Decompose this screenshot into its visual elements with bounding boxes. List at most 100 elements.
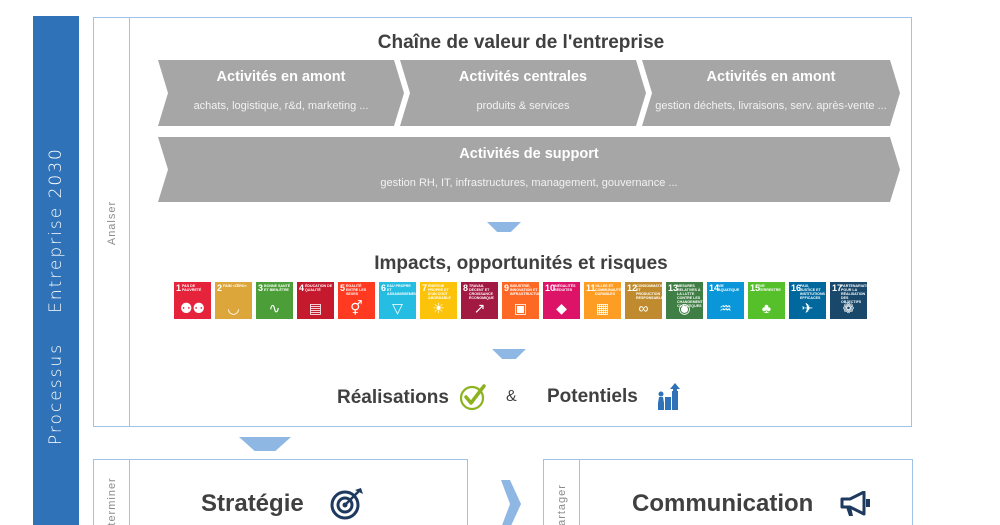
communication-side-column: artager — [544, 460, 580, 525]
realisations-label: Réalisations — [337, 387, 449, 408]
downstream-activities-chevron: Activités en amont gestion déchets, livr… — [642, 60, 900, 126]
equal-icon: ◆ — [556, 300, 567, 316]
family-icon: ⚉⚉ — [179, 300, 206, 316]
sdg-number: 2 — [217, 283, 223, 293]
sdg-number: 5 — [340, 283, 346, 293]
impacts-title: Impacts, opportunités et risques — [374, 253, 668, 274]
sdg-label: Inégalités réduites — [554, 284, 576, 292]
bowl-icon: ◡ — [227, 300, 240, 316]
core-title: Activités centrales — [458, 69, 588, 85]
downstream-title: Activités en amont — [706, 69, 836, 85]
right-arrow-icon — [501, 480, 521, 525]
growth-icon: ↗ — [473, 300, 486, 316]
growth-stairs-icon — [656, 383, 682, 416]
cubes-icon: ▣ — [513, 300, 528, 316]
ring-icon: ❁ — [842, 300, 855, 316]
sdg-tile-7: 7Énergie propre et d'un coût abordable☀ — [420, 282, 457, 319]
city-icon: ▦ — [595, 300, 610, 316]
sdg-label: Partenariats pour la réalisation des obj… — [841, 284, 867, 304]
sdg-label: Villes et communautés durables — [595, 284, 621, 296]
sdg-tile-10: 10Inégalités réduites ◆ — [543, 282, 580, 319]
sdg-number: 9 — [504, 283, 510, 293]
potentiels-label: Potentiels — [547, 386, 638, 407]
communication-box: artager Communication — [543, 459, 913, 525]
sdg-label: Éducation de qualité — [305, 284, 333, 292]
support-title: Activités de support — [459, 146, 599, 162]
sdg-label: Vie terrestre — [759, 284, 781, 292]
downstream-subtitle: gestion déchets, livraisons, serv. après… — [655, 100, 887, 112]
sdg-tile-17: 17Partenariats pour la réalisation des o… — [830, 282, 867, 319]
sdg-label: Égalité entre les sexes — [346, 284, 367, 296]
sdg-tile-4: 4Éducation de qualité ▤ — [297, 282, 334, 319]
strategy-title: Stratégie — [201, 490, 304, 517]
sdg-tile-9: 9Industrie, innovation et infrastructure… — [502, 282, 539, 319]
sdg-number: 15 — [750, 283, 761, 293]
megaphone-icon — [840, 490, 872, 522]
ampersand: & — [506, 388, 517, 405]
sdg-label: Eau propre et assainissement — [387, 284, 416, 296]
communication-title: Communication — [632, 490, 814, 517]
sdg-number: 1 — [176, 283, 182, 293]
book-icon: ▤ — [308, 300, 323, 316]
sdg-icons-row: 1Pas de pauvreté ⚉⚉ 2Faim «zéro» ◡ 3Bonne sa… — [174, 282, 867, 319]
analyse-column: Analser — [94, 18, 130, 426]
sdg-tile-3: 3Bonne santé et bien-être ∿ — [256, 282, 293, 319]
sdg-number: 11 — [586, 283, 596, 293]
sdg-label: Faim «zéro» — [223, 284, 247, 288]
sdg-label: Paix, justice et institutions efficaces — [800, 284, 825, 300]
support-subtitle: gestion RH, IT, infrastructures, managem… — [380, 177, 678, 189]
sdg-label: Énergie propre et d'un coût abordable — [428, 284, 451, 300]
checkmark-icon — [459, 383, 487, 416]
sdg-number: 4 — [299, 283, 305, 293]
sdg-tile-8: 8Travail décent et croissance économique… — [461, 282, 498, 319]
results-row: Réalisations & Potentiels — [0, 383, 1000, 413]
sdg-label: Bonne santé et bien-être — [264, 284, 291, 292]
analyse-label: Analser — [106, 200, 118, 246]
sdg-tile-5: 5Égalité entre les sexes ⚥ — [338, 282, 375, 319]
core-subtitle: produits & services — [476, 100, 570, 112]
determine-label: éterminer — [106, 477, 118, 525]
sdg-number: 12 — [627, 283, 638, 293]
strategy-box: éterminer Stratégie — [93, 459, 468, 525]
sdg-number: 6 — [381, 283, 387, 293]
dove-icon: ✈ — [801, 300, 814, 316]
sdg-label: Vie aquatique — [718, 284, 740, 292]
sdg-tile-1: 1Pas de pauvreté ⚉⚉ — [174, 282, 211, 319]
sdg-label: Pas de pauvreté — [182, 284, 202, 292]
sdg-number: 14 — [709, 283, 720, 293]
sdg-number: 10 — [545, 283, 556, 293]
sdg-number: 16 — [791, 283, 802, 293]
sdg-label: Consommation et production responsables — [636, 284, 662, 300]
down-arrow-icon — [492, 349, 526, 359]
enterprise-label: Entreprise 2030 — [46, 147, 66, 313]
infinity-icon: ∞ — [638, 300, 649, 316]
support-activities-chevron: Activités de support gestion RH, IT, inf… — [158, 137, 900, 202]
sdg-number: 3 — [258, 283, 264, 293]
eye-globe-icon: ◉ — [678, 300, 691, 316]
sdg-number: 17 — [832, 283, 843, 293]
sun-icon: ☀ — [432, 300, 445, 316]
sdg-tile-11: 11Villes et communautés durables ▦ — [584, 282, 621, 319]
sdg-label: Travail décent et croissance économique — [469, 284, 494, 300]
sdg-number: 8 — [463, 283, 469, 293]
core-activities-chevron: Activités centrales produits & services — [400, 60, 646, 126]
heartbeat-icon: ∿ — [268, 300, 281, 316]
sdg-tile-15: 15Vie terrestre ♣ — [748, 282, 785, 319]
sdg-tile-16: 16Paix, justice et institutions efficace… — [789, 282, 826, 319]
sdg-tile-13: 13Mesures relatives à la lutte contre le… — [666, 282, 703, 319]
upstream-title: Activités en amont — [216, 69, 346, 85]
upstream-subtitle: achats, logistique, r&d, marketing ... — [193, 100, 369, 112]
fish-icon: ♒ — [719, 300, 732, 316]
tree-icon: ♣ — [761, 300, 772, 316]
sdg-label: Industrie, innovation et infrastructure — [510, 284, 539, 296]
sdg-number: 7 — [422, 283, 428, 293]
sdg-tile-12: 12Consommation et production responsable… — [625, 282, 662, 319]
down-arrow-icon — [239, 437, 291, 451]
gender-icon: ⚥ — [350, 300, 363, 316]
target-icon — [330, 487, 364, 525]
down-arrow-icon — [487, 222, 521, 232]
water-icon: ▽ — [392, 300, 403, 316]
value-chain-title: Chaîne de valeur de l'entreprise — [377, 32, 665, 53]
analysis-box: Analser — [93, 17, 912, 427]
sdg-number: 13 — [668, 283, 679, 293]
